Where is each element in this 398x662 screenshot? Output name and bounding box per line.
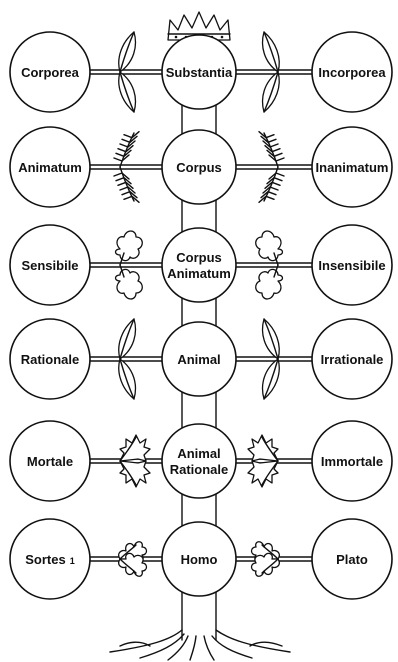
fern-leaf-icon: [114, 132, 139, 167]
node-left-label: Rationale: [21, 352, 80, 367]
smooth-leaf-icon: [119, 32, 136, 72]
node-center-label: Corpus: [176, 250, 222, 265]
node-center-label: Animal: [177, 446, 220, 461]
node-right-label: Immortale: [321, 454, 383, 469]
fern-leaf-icon: [259, 132, 284, 167]
node-center: Homo: [162, 522, 236, 596]
node-center-label: Substantia: [166, 65, 233, 80]
node-left-label: Mortale: [27, 454, 73, 469]
smooth-leaf-icon: [263, 32, 280, 72]
node-right: Immortale: [312, 421, 392, 501]
node-left: Animatum: [10, 127, 90, 207]
smooth-leaf-icon: [263, 359, 280, 399]
roots-icon: [110, 630, 290, 660]
node-left: Mortale: [10, 421, 90, 501]
node-left-label: Animatum: [18, 160, 82, 175]
node-right: Plato: [312, 519, 392, 599]
node-center-label: Rationale: [170, 462, 229, 477]
flower-leaf-icon: [256, 265, 283, 299]
node-left: Sensibile: [10, 225, 90, 305]
node-center-label: Corpus: [176, 160, 222, 175]
fern-leaf-icon: [259, 167, 284, 202]
node-left: Rationale: [10, 319, 90, 399]
node-right-label: Insensibile: [318, 258, 385, 273]
flower-leaf-icon: [116, 265, 143, 299]
node-right: Inanimatum: [312, 127, 392, 207]
holly-leaf-icon: [120, 461, 150, 487]
node-center-label: Animal: [177, 352, 220, 367]
node-center-label: Animatum: [167, 266, 231, 281]
node-right: Insensibile: [312, 225, 392, 305]
node-right-label: Incorporea: [318, 65, 386, 80]
smooth-leaf-icon: [119, 319, 136, 359]
flower-leaf-icon: [116, 231, 143, 265]
holly-leaf-icon: [120, 435, 150, 461]
node-right: Irrationale: [312, 319, 392, 399]
node-right: Incorporea: [312, 32, 392, 112]
smooth-leaf-icon: [119, 72, 136, 112]
flower-leaf-icon: [256, 231, 283, 265]
node-right-label: Inanimatum: [316, 160, 389, 175]
node-center: Substantia: [162, 35, 236, 109]
smooth-leaf-icon: [263, 72, 280, 112]
node-center-label: Homo: [181, 552, 218, 567]
fern-leaf-icon: [114, 167, 139, 202]
node-center: Animal: [162, 322, 236, 396]
node-left-label: Corporea: [21, 65, 80, 80]
node-right-label: Plato: [336, 552, 368, 567]
smooth-leaf-icon: [263, 319, 280, 359]
holly-leaf-icon: [248, 435, 278, 461]
node-right-label: Irrationale: [321, 352, 384, 367]
node-center: Corpus: [162, 130, 236, 204]
node-left-label: Sensibile: [21, 258, 78, 273]
holly-leaf-icon: [248, 461, 278, 487]
smooth-leaf-icon: [119, 359, 136, 399]
node-left: Corporea: [10, 32, 90, 112]
